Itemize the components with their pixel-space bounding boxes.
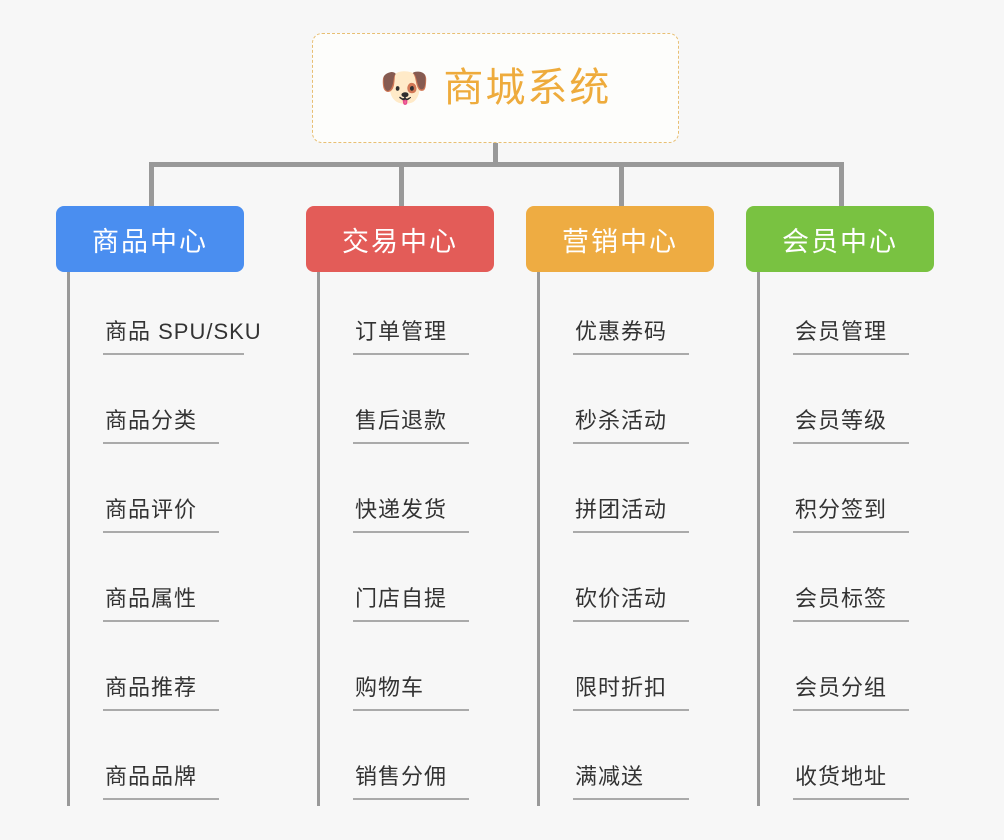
category-header-1[interactable]: 商品中心 (56, 206, 244, 272)
leaf-node[interactable]: 砍价活动 (540, 539, 714, 628)
leaf-label: 商品评价 (103, 492, 219, 533)
category-column: 会员中心会员管理会员等级积分签到会员标签会员分组收货地址 (746, 206, 934, 806)
leaf-label: 优惠券码 (573, 314, 689, 355)
leaf-label: 会员标签 (793, 581, 909, 622)
leaf-node[interactable]: 会员分组 (760, 628, 934, 717)
leaf-node[interactable]: 商品属性 (70, 539, 244, 628)
leaf-node[interactable]: 优惠券码 (540, 272, 714, 361)
leaf-node[interactable]: 限时折扣 (540, 628, 714, 717)
leaf-node[interactable]: 售后退款 (320, 361, 494, 450)
leaf-label: 砍价活动 (573, 581, 689, 622)
category-header-2[interactable]: 交易中心 (306, 206, 494, 272)
leaf-label: 收货地址 (793, 759, 909, 800)
leaf-label: 会员管理 (793, 314, 909, 355)
leaf-label: 商品属性 (103, 581, 219, 622)
leaf-node[interactable]: 商品推荐 (70, 628, 244, 717)
connector-root-stem (493, 143, 498, 165)
leaf-node[interactable]: 会员等级 (760, 361, 934, 450)
leaf-label: 积分签到 (793, 492, 909, 533)
category-label: 商品中心 (92, 226, 208, 257)
leaf-node[interactable]: 商品分类 (70, 361, 244, 450)
leaf-node[interactable]: 快递发货 (320, 450, 494, 539)
connector-drop-4 (839, 162, 844, 207)
category-header-4[interactable]: 会员中心 (746, 206, 934, 272)
leaf-node[interactable]: 销售分佣 (320, 717, 494, 806)
leaf-node[interactable]: 购物车 (320, 628, 494, 717)
leaf-node[interactable]: 会员标签 (760, 539, 934, 628)
leaf-label: 商品 SPU/SKU (103, 314, 261, 355)
leaf-list: 优惠券码秒杀活动拼团活动砍价活动限时折扣满减送 (537, 272, 714, 806)
leaf-label: 拼团活动 (573, 492, 689, 533)
leaf-label: 销售分佣 (353, 759, 469, 800)
leaf-node[interactable]: 商品 SPU/SKU (70, 272, 261, 361)
leaf-label: 购物车 (353, 670, 469, 711)
leaf-label: 满减送 (573, 759, 689, 800)
category-column: 营销中心优惠券码秒杀活动拼团活动砍价活动限时折扣满减送 (526, 206, 714, 806)
leaf-label: 快递发货 (353, 492, 469, 533)
leaf-label: 商品品牌 (103, 759, 219, 800)
category-column: 商品中心商品 SPU/SKU 商品分类商品评价商品属性商品推荐商品品牌 (56, 206, 261, 806)
leaf-label: 商品分类 (103, 403, 219, 444)
category-label: 交易中心 (342, 226, 458, 257)
connector-drop-1 (149, 162, 154, 207)
leaf-label: 会员等级 (793, 403, 909, 444)
category-label: 营销中心 (562, 226, 678, 257)
category-label: 会员中心 (782, 226, 898, 257)
leaf-node[interactable]: 会员管理 (760, 272, 934, 361)
leaf-list: 订单管理售后退款快递发货门店自提购物车销售分佣 (317, 272, 494, 806)
root-title: 商城系统 (443, 66, 612, 110)
root-node[interactable]: 🐶 商城系统 (312, 33, 679, 143)
leaf-node[interactable]: 积分签到 (760, 450, 934, 539)
leaf-label: 秒杀活动 (573, 403, 689, 444)
connector-horizontal-bus (149, 162, 841, 167)
leaf-list: 会员管理会员等级积分签到会员标签会员分组收货地址 (757, 272, 934, 806)
connector-drop-3 (619, 162, 624, 207)
leaf-node[interactable]: 商品评价 (70, 450, 244, 539)
leaf-label: 商品推荐 (103, 670, 219, 711)
leaf-node[interactable]: 商品品牌 (70, 717, 244, 806)
leaf-node[interactable]: 秒杀活动 (540, 361, 714, 450)
category-header-3[interactable]: 营销中心 (526, 206, 714, 272)
category-column: 交易中心订单管理售后退款快递发货门店自提购物车销售分佣 (306, 206, 494, 806)
connector-drop-2 (399, 162, 404, 207)
leaf-label: 售后退款 (353, 403, 469, 444)
leaf-node[interactable]: 拼团活动 (540, 450, 714, 539)
leaf-label: 订单管理 (353, 314, 469, 355)
leaf-node[interactable]: 收货地址 (760, 717, 934, 806)
leaf-node[interactable]: 满减送 (540, 717, 714, 806)
leaf-label: 限时折扣 (573, 670, 689, 711)
dog-face-icon: 🐶 (379, 66, 430, 110)
leaf-list: 商品 SPU/SKU 商品分类商品评价商品属性商品推荐商品品牌 (67, 272, 261, 806)
leaf-node[interactable]: 订单管理 (320, 272, 494, 361)
leaf-label: 门店自提 (353, 581, 469, 622)
leaf-label: 会员分组 (793, 670, 909, 711)
leaf-node[interactable]: 门店自提 (320, 539, 494, 628)
